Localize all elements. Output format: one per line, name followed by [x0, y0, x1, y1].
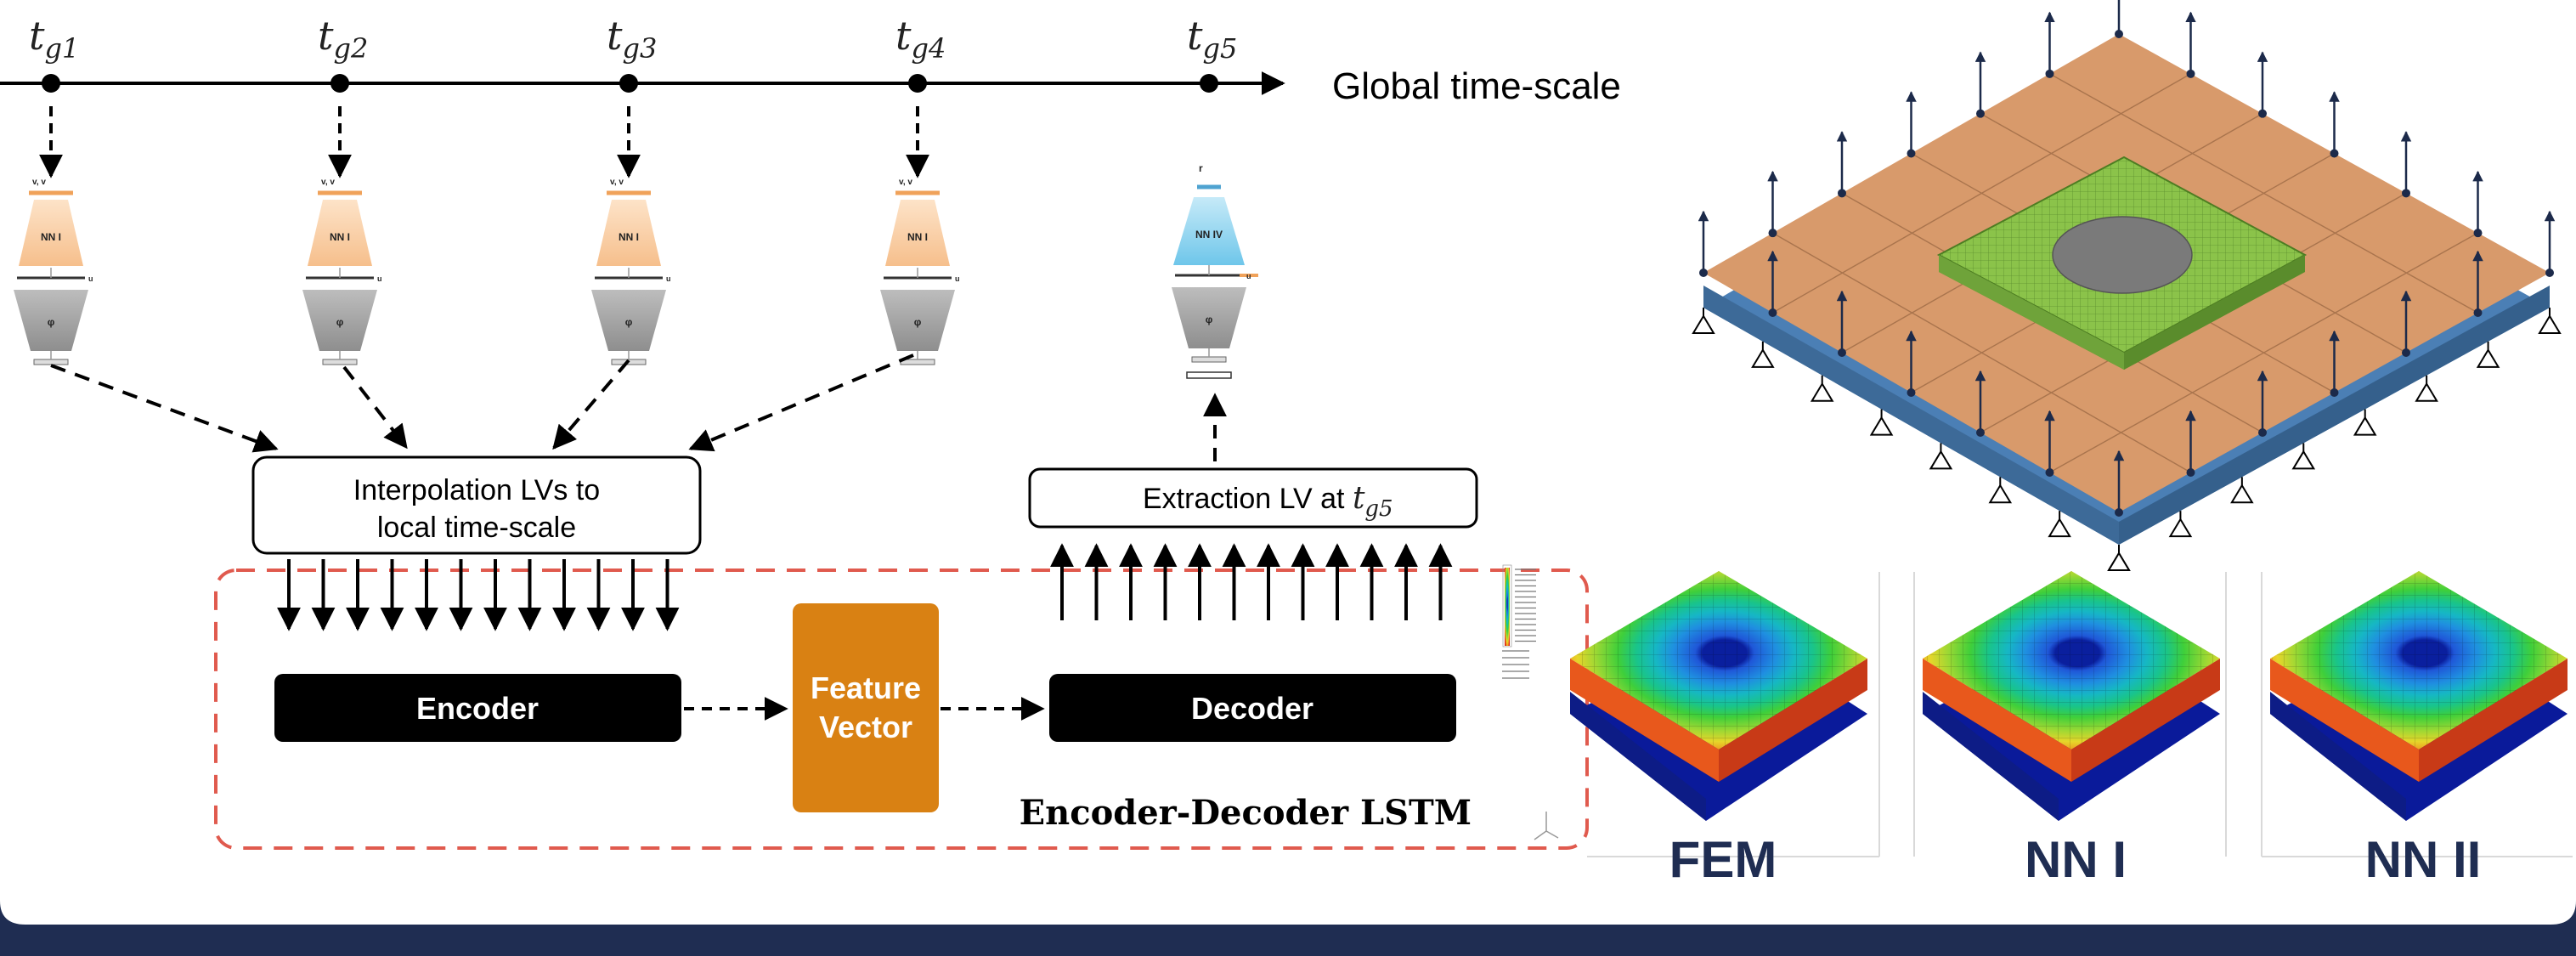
network-inputs: v, v: [610, 178, 624, 187]
support-icon: [2353, 409, 2377, 436]
feature-line-1: Feature: [811, 670, 921, 705]
time-point-label: tg3: [607, 13, 657, 65]
encoder-block: Encoder: [274, 674, 681, 742]
decoder-block: Decoder: [1049, 674, 1456, 742]
encoder-network: [596, 200, 661, 266]
hole-region: [2052, 216, 2193, 294]
result-panel-2: NN I: [1923, 571, 2220, 888]
support-icon: [2476, 341, 2500, 368]
basis-network: [591, 290, 666, 351]
network-output: u: [666, 274, 671, 283]
time-point-label: tg4: [895, 13, 946, 65]
encoder-network: [308, 200, 372, 266]
result-label: FEM: [1669, 831, 1777, 888]
basis-label: φ: [336, 316, 344, 328]
result-label: NN II: [2365, 831, 2482, 888]
network-stack-1: v, v NN I u φ: [14, 178, 93, 365]
network-inputs: r: [1199, 162, 1203, 174]
result-label: NN I: [2025, 831, 2127, 888]
network-output: u: [377, 274, 382, 283]
time-point-label: tg2: [318, 13, 368, 65]
support-icon: [2168, 511, 2193, 538]
support-icon: [2291, 443, 2316, 470]
support-icon: [1929, 443, 1953, 470]
extract-text: Extraction LV at tg5: [1143, 481, 1393, 522]
bottom-frame: [0, 901, 2576, 956]
interpolation-box: Interpolation LVs to local time-scale: [251, 455, 702, 555]
time-point-dot: [330, 74, 349, 93]
result-panel-1: FEM: [1570, 571, 1867, 888]
encoder-label: Encoder: [416, 691, 539, 726]
network-label: NN IV: [1195, 229, 1223, 240]
network-label: NN I: [619, 231, 639, 243]
support-icon: [1751, 341, 1775, 368]
network-output: u: [955, 274, 960, 283]
basis-label: φ: [48, 316, 55, 328]
network-label: NN I: [41, 231, 61, 243]
time-point-4: tg4: [895, 13, 946, 178]
basis-network: [302, 290, 377, 351]
axis-triad-icon: [1534, 812, 1559, 840]
result-panel-3: NN II: [2270, 571, 2568, 888]
support-icon: [1810, 375, 1834, 402]
time-point-3: tg3: [607, 13, 657, 178]
network-inputs: v, v: [321, 178, 335, 187]
support-icon: [1988, 477, 2013, 504]
support-icon: [2538, 308, 2562, 334]
time-point-1: tg1: [29, 13, 79, 178]
time-point-5: tg5: [1187, 13, 1237, 93]
support-icon: [2107, 545, 2131, 571]
network-stack-2: v, v NN I u φ: [302, 178, 382, 365]
network-label: NN I: [330, 231, 350, 243]
time-point-label: tg1: [29, 13, 79, 65]
network-to-interp-arrows: [50, 354, 914, 453]
network-label: NN I: [907, 231, 928, 243]
basis-label: φ: [1206, 314, 1213, 325]
basis-network: [1172, 287, 1246, 348]
support-icon: [2048, 511, 2071, 538]
result-panels: FEM NN I NN II: [1570, 571, 2573, 888]
feature-vector-block: Feature Vector: [793, 603, 939, 812]
feature-line-2: Vector: [819, 710, 912, 744]
encoder-input-arrows: [277, 559, 680, 631]
decoder-output-arrows: [1050, 543, 1453, 620]
basis-network: [880, 290, 955, 351]
network-output: u: [1246, 272, 1251, 280]
time-point-dot: [619, 74, 638, 93]
interp-line-1: Interpolation LVs to: [353, 474, 600, 506]
support-icon: [2230, 477, 2254, 504]
decoder-label: Decoder: [1191, 691, 1313, 726]
lstm-label: Encoder-Decoder LSTM: [1020, 793, 1472, 833]
support-icon: [2415, 375, 2438, 402]
time-point-2: tg2: [318, 13, 368, 178]
network-inputs: v, v: [899, 178, 912, 187]
basis-label: φ: [625, 316, 633, 328]
time-point-dot: [42, 74, 60, 93]
timeline-label: Global time-scale: [1332, 65, 1621, 107]
decoder-network: [1173, 197, 1245, 265]
time-point-dot: [908, 74, 927, 93]
network-stack-5: r NN IV u φ: [1172, 162, 1258, 379]
support-icon: [1869, 409, 1894, 436]
time-point-label: tg5: [1187, 13, 1237, 65]
network-stack-4: v, v NN I u φ: [880, 178, 960, 365]
extraction-box: Extraction LV at tg5: [1028, 467, 1478, 529]
encoder-network: [19, 200, 83, 266]
plate-model-3d: [1692, 0, 2562, 571]
basis-label: φ: [914, 316, 922, 328]
interp-line-2: local time-scale: [377, 512, 576, 544]
network-stacks: v, v NN I u φ v, v NN I u φ v, v NN I u φ v, v NN I u φ…: [14, 162, 1258, 379]
contour-legend: [1502, 564, 1559, 840]
support-icon: [1692, 308, 1715, 334]
network-stack-3: v, v NN I u φ: [591, 178, 671, 365]
time-point-dot: [1200, 74, 1218, 93]
basis-network: [14, 290, 88, 351]
network-inputs: v, v: [32, 178, 46, 187]
network-output: u: [88, 274, 93, 283]
global-timeline: tg1 tg2 tg3 tg4 tg5 Global time-scale: [0, 13, 1621, 178]
encoder-network: [885, 200, 950, 266]
